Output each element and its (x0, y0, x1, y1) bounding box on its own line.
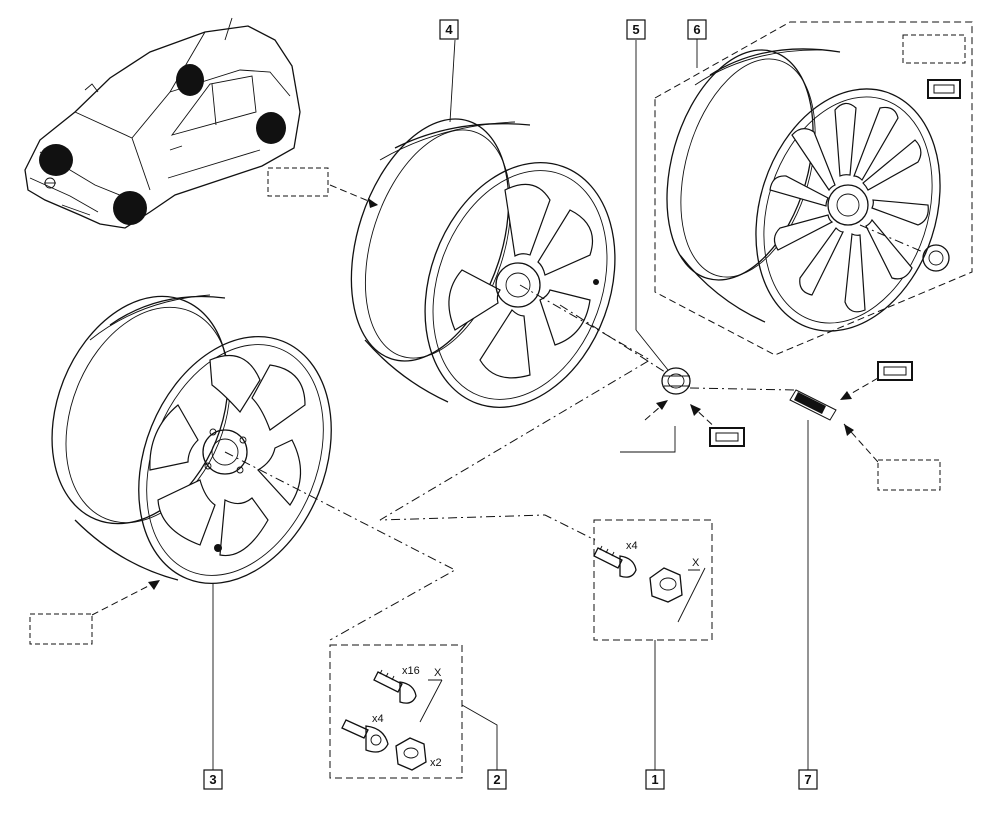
car-illustration (24, 17, 301, 229)
svg-text:5: 5 (632, 22, 639, 37)
front-left-wheel-marker (39, 144, 73, 176)
callout-6: 6 (687, 19, 707, 40)
center-cap-5 (661, 367, 691, 395)
callout-2: 2 (487, 769, 507, 790)
callout-5: 5 (626, 19, 646, 40)
leader-lines (212, 38, 931, 770)
svg-text:2: 2 (493, 772, 500, 787)
wheel-3-alloy-rim (51, 294, 332, 585)
qty-x-kit-2: X (434, 667, 442, 679)
reference-arrows (91, 184, 879, 616)
front-right-wheel-marker (113, 191, 147, 225)
rear-left-wheel-marker (176, 64, 204, 96)
center-cap-wheel-6 (922, 244, 950, 272)
wheel-sticker-7 (789, 389, 837, 421)
wheel-4-alloy-rim (350, 118, 616, 408)
qty-nut-x2: x2 (430, 757, 442, 769)
svg-text:6: 6 (693, 22, 700, 37)
nut-kit-1 (649, 567, 683, 603)
callout-1: 1 (645, 769, 665, 790)
svg-text:3: 3 (209, 772, 216, 787)
rear-right-wheel-marker (256, 112, 286, 144)
qty-bolt-x16: x16 (402, 665, 420, 677)
nut-kit-2 (395, 737, 427, 771)
kit-2-bolt-set: x16 X x4 x2 (329, 644, 463, 779)
kit-1-bolt-set: x4 X (593, 519, 713, 641)
callout-7: 7 (798, 769, 818, 790)
qty-bolt-kit-1: x4 (626, 540, 638, 552)
bolt-kit-2-locking (341, 719, 389, 753)
svg-text:1: 1 (651, 772, 658, 787)
qty-bolt-kit-2: x4 (372, 713, 384, 725)
callout-3: 3 (203, 769, 223, 790)
wheel-6-alloy-rim (666, 48, 941, 332)
bolt-kit-1 (593, 545, 637, 578)
qty-x-kit-1: X (692, 557, 700, 569)
label-tags (709, 79, 961, 447)
callout-4: 4 (439, 19, 459, 40)
svg-text:7: 7 (804, 772, 811, 787)
svg-text:4: 4 (445, 22, 453, 37)
bolt-kit-2-long (373, 669, 417, 704)
reference-placeholders (29, 34, 966, 645)
wheel-6-kit-outline (654, 21, 973, 356)
